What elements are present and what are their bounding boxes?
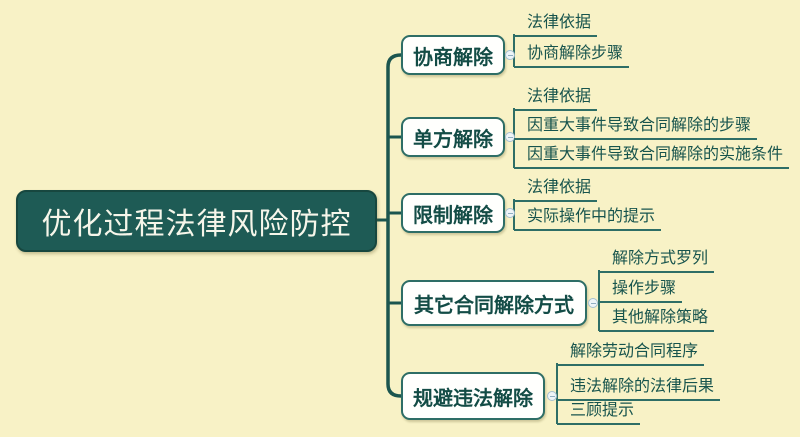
collapse-button[interactable]: [588, 298, 598, 308]
minus-icon: [507, 54, 513, 56]
subtopic-operation-steps[interactable]: 操作步骤: [599, 279, 683, 303]
branch-topic-negotiated-termination[interactable]: 协商解除: [401, 35, 505, 75]
collapse-button[interactable]: [547, 391, 557, 401]
subtopic-method-list[interactable]: 解除方式罗列: [599, 249, 715, 273]
subtopic-legal-basis[interactable]: 法律依据: [514, 178, 598, 202]
minus-icon: [590, 302, 596, 304]
branch-topic-restricted-termination[interactable]: 限制解除: [401, 193, 505, 233]
branch-topic-unilateral-termination[interactable]: 单方解除: [401, 117, 505, 157]
collapse-button[interactable]: [505, 208, 515, 218]
subtopic-other-strategies[interactable]: 其他解除策略: [599, 308, 715, 332]
subtopic-illegal-termination-consequences[interactable]: 违法解除的法律后果: [557, 377, 721, 401]
minus-icon: [507, 136, 513, 138]
subtopic-practical-tips[interactable]: 实际操作中的提示: [514, 207, 662, 231]
subtopic-legal-basis[interactable]: 法律依据: [514, 13, 598, 37]
spine-line: [386, 53, 403, 398]
subtopic-labor-contract-procedure[interactable]: 解除劳动合同程序: [557, 342, 705, 366]
subtopic-legal-basis[interactable]: 法律依据: [514, 87, 598, 111]
collapse-button[interactable]: [505, 132, 515, 142]
branch-topic-other-termination-methods[interactable]: 其它合同解除方式: [401, 280, 587, 326]
root-topic[interactable]: 优化过程法律风险防控: [16, 190, 377, 252]
subtopic-major-event-steps[interactable]: 因重大事件导致合同解除的步骤: [514, 116, 758, 140]
collapse-button[interactable]: [505, 50, 515, 60]
minus-icon: [549, 395, 555, 397]
subtopic-major-event-conditions[interactable]: 因重大事件导致合同解除的实施条件: [514, 145, 790, 169]
subtopic-sangu-tips[interactable]: 三顾提示: [557, 401, 641, 425]
minus-icon: [507, 212, 513, 214]
branch-topic-avoid-illegal-termination[interactable]: 规避违法解除: [401, 372, 545, 420]
subtopic-negotiation-steps[interactable]: 协商解除步骤: [514, 44, 630, 68]
